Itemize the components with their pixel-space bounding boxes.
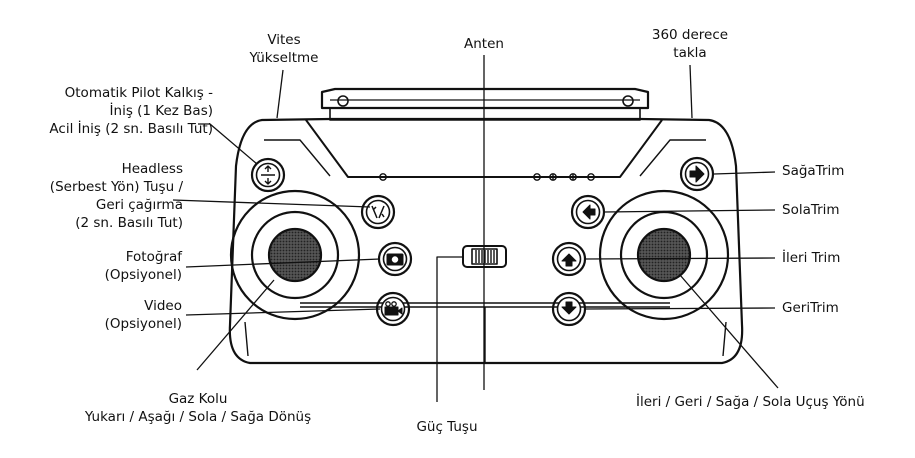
antenna: [320, 87, 650, 121]
takeoff-landing-icon[interactable]: [250, 157, 286, 193]
ucus-yonu-label: İleri / Geri / Sağa / Sola Uçuş Yönü: [636, 394, 865, 410]
sagatrim-label: SağaTrim: [782, 163, 845, 179]
camera-icon[interactable]: [377, 241, 413, 277]
arrow-up-icon[interactable]: [551, 241, 587, 277]
direction-stick[interactable]: [598, 189, 730, 321]
guc-tusu-label: Güç Tuşu: [416, 419, 478, 435]
solatrim-label: SolaTrim: [782, 202, 840, 218]
arrow-left-icon[interactable]: [570, 194, 606, 230]
arrow-down-icon[interactable]: [551, 291, 587, 327]
geritrim-label: GeriTrim: [782, 300, 839, 316]
arrow-right-icon[interactable]: [679, 156, 715, 192]
controller-body: [228, 117, 744, 365]
indicator-lights: [379, 173, 595, 181]
headless-return-icon[interactable]: [360, 194, 396, 230]
leader-lines: [172, 55, 779, 402]
fotograf-label: Fotoğraf(Opsiyonel): [104, 249, 182, 283]
ileritrim-label: İleri Trim: [782, 250, 841, 266]
otomatik-pilot-label: Otomatik Pilot Kalkış -İniş (1 Kez Bas)A…: [49, 85, 213, 137]
headless-label: Headless(Serbest Yön) Tuşu /Geri çağırma…: [49, 161, 183, 231]
video-label: Video(Opsiyonel): [104, 298, 182, 332]
anten-label: Anten: [464, 36, 504, 52]
video-camera-icon[interactable]: [375, 291, 411, 327]
throttle-stick[interactable]: [229, 189, 361, 321]
